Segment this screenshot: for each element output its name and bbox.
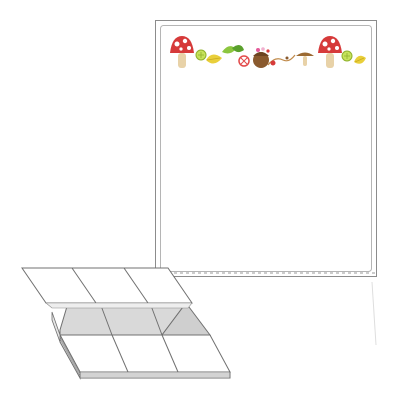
sheet-reflection — [371, 281, 377, 346]
leaf-icon — [354, 55, 366, 64]
candy-icon — [238, 55, 250, 67]
stack-base — [59, 334, 231, 380]
leaf-icon — [222, 44, 244, 54]
lime-slice-icon — [341, 50, 353, 62]
leaf-icon — [195, 49, 207, 61]
fold-panel — [51, 302, 211, 343]
acorn-icon — [253, 47, 270, 68]
leaf-icon — [206, 54, 222, 64]
stack-top-row — [21, 267, 193, 309]
label-sheet — [155, 20, 377, 346]
decoration-row — [170, 36, 366, 68]
label-outline — [160, 25, 372, 272]
snail-icon — [267, 54, 296, 66]
mushroom-icon — [170, 36, 194, 68]
mushroom-icon — [318, 36, 342, 68]
mushroom-icon — [296, 52, 314, 66]
fanfold-stack — [21, 267, 231, 380]
